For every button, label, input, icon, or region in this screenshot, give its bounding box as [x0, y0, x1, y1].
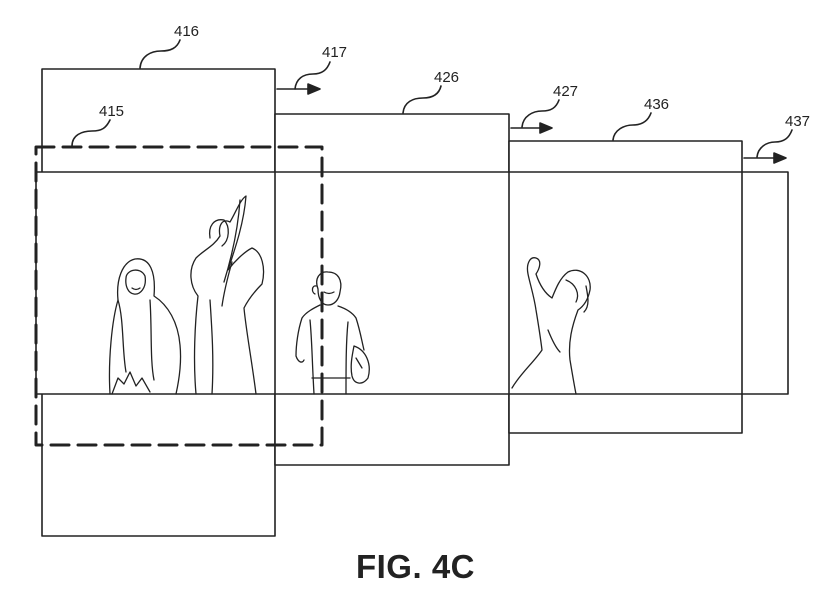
leader-427	[521, 99, 560, 128]
panorama-strip	[35, 171, 789, 395]
leader-426	[402, 85, 442, 114]
arrow-427	[510, 122, 553, 134]
ref-436: 436	[644, 96, 669, 113]
leader-436	[612, 112, 652, 141]
leader-415	[71, 119, 111, 147]
figure-caption: FIG. 4C	[355, 548, 476, 585]
person-raised-arm	[190, 195, 265, 395]
ref-415: 415	[99, 103, 124, 120]
ref-417: 417	[322, 44, 347, 61]
leader-437	[756, 129, 793, 158]
leader-416	[139, 39, 181, 69]
ref-437: 437	[785, 113, 810, 130]
ref-416: 416	[174, 23, 199, 40]
arrow-437	[743, 152, 787, 164]
person-hooded-figure	[108, 258, 182, 395]
ref-427: 427	[553, 83, 578, 100]
arrow-417	[276, 83, 321, 95]
ref-426: 426	[434, 69, 459, 86]
selection-box-415	[34, 145, 324, 447]
person-standing-man	[295, 271, 370, 395]
leader-417	[294, 61, 331, 90]
person-dancing-woman	[511, 257, 591, 395]
